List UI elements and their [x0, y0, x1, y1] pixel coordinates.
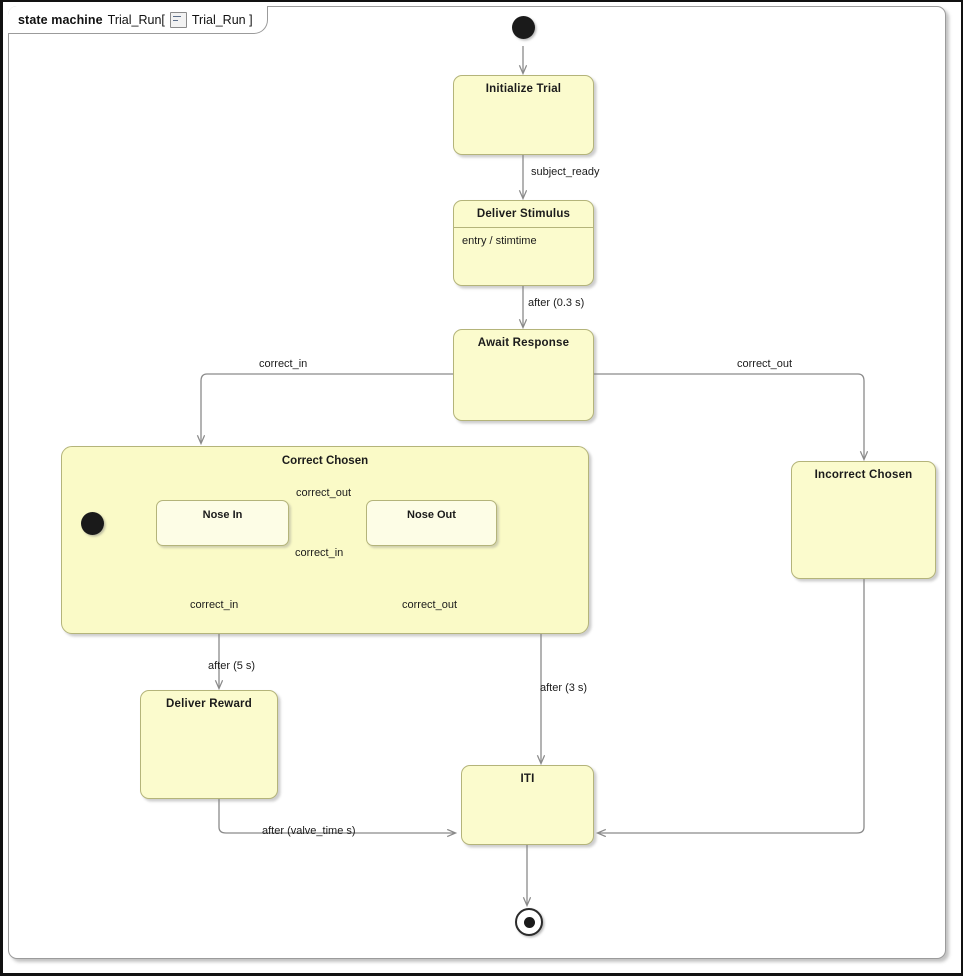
state-title: Await Response [477, 337, 570, 349]
state-deliver-reward[interactable]: Deliver Reward [140, 690, 278, 799]
transition-label-nosein-to-noseout: correct_out [296, 487, 352, 499]
transition-label-after-0-3-s: after (0.3 s) [528, 297, 585, 309]
transition-label-noseout-to-nosein: correct_in [295, 547, 344, 559]
transition-label-noseout-self-loop: correct_out [402, 599, 458, 611]
diagram-name-label: Trial_Run[ [107, 12, 165, 27]
compartment-divider [454, 227, 593, 228]
substate-title: Nose In [202, 509, 243, 521]
transition-label-subject-ready: subject_ready [531, 166, 600, 178]
state-title: Initialize Trial [485, 83, 562, 95]
correct-chosen-initial-pseudostate[interactable] [81, 512, 104, 535]
substate-nose-out[interactable]: Nose Out [366, 500, 497, 546]
state-entry-behavior: entry / stimtime [462, 235, 537, 247]
substate-title: Nose Out [407, 509, 456, 521]
diagram-kind-label: state machine [18, 12, 103, 27]
initial-pseudostate[interactable] [512, 16, 535, 39]
state-title: Incorrect Chosen [814, 469, 913, 481]
substate-nose-in[interactable]: Nose In [156, 500, 289, 546]
state-iti[interactable]: ITI [461, 765, 594, 845]
state-title: Deliver Reward [166, 698, 252, 710]
composite-state-correct-chosen[interactable]: Correct Chosen [61, 446, 589, 634]
transition-label-correct-out-to-incorrect: correct_out [737, 358, 793, 370]
transition-label-after-5-s: after (5 s) [208, 660, 256, 672]
canvas-edge-bottom [0, 973, 963, 976]
state-deliver-stimulus[interactable]: Deliver Stimulus entry / stimtime [453, 200, 594, 286]
state-title: Deliver Stimulus [476, 208, 571, 220]
transition-label-nosein-self-loop: correct_in [190, 599, 239, 611]
state-incorrect-chosen[interactable]: Incorrect Chosen [791, 461, 936, 579]
canvas-edge-left [0, 0, 3, 976]
diagram-qualifier-label: Trial_Run ] [191, 12, 253, 27]
composite-state-title: Correct Chosen [281, 455, 369, 467]
canvas-edge-top [0, 0, 963, 2]
final-state[interactable] [515, 908, 543, 936]
diagram-frame-header: state machine Trial_Run[ Trial_Run ] [8, 6, 268, 34]
transition-label-correct-in-to-composite: correct_in [259, 358, 308, 370]
transition-label-after-3-s: after (3 s) [540, 682, 588, 694]
state-machine-diagram-icon [169, 11, 187, 28]
canvas-edge-right [961, 0, 963, 976]
transition-label-after-valve-time-s: after (valve_time s) [262, 825, 356, 837]
state-await-response[interactable]: Await Response [453, 329, 594, 421]
state-title: ITI [520, 773, 535, 785]
state-initialize-trial[interactable]: Initialize Trial [453, 75, 594, 155]
